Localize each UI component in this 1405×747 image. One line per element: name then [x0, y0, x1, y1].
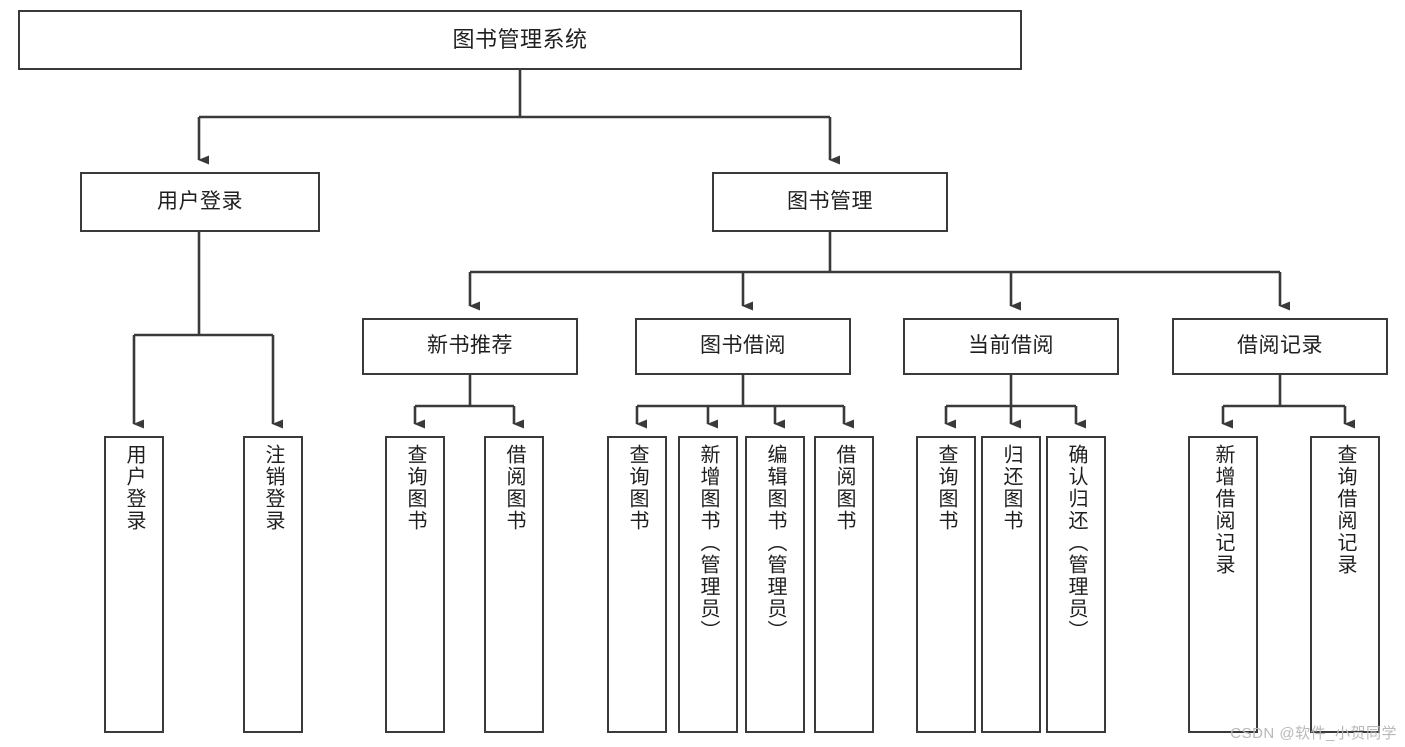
node-label: 新书推荐 [427, 334, 513, 358]
node-label: 注销登录 [262, 444, 284, 532]
node-label: 借阅图书 [503, 444, 525, 532]
node-label: 借阅图书 [833, 444, 855, 532]
leaf-user-login[interactable]: 用户登录 [104, 436, 164, 733]
leaf-edit-book-admin[interactable]: 编辑图书（管理员） [745, 436, 805, 733]
leaf-query-borrowing-record[interactable]: 查询借阅记录 [1310, 436, 1380, 733]
node-label: 查询图书 [626, 444, 648, 532]
node-label: 归还图书 [1000, 444, 1022, 532]
node-book-management-system[interactable]: 图书管理系统 [18, 10, 1022, 70]
leaf-confirm-return-admin[interactable]: 确认归还（管理员） [1046, 436, 1106, 733]
node-label: 确认归还（管理员） [1065, 444, 1087, 642]
node-label: 新增图书（管理员） [697, 444, 719, 642]
leaf-return-book[interactable]: 归还图书 [981, 436, 1041, 733]
csdn-watermark: CSDN @软件_小贺同学 [1230, 725, 1397, 742]
node-label: 用户登录 [123, 444, 145, 532]
node-label: 图书管理 [787, 189, 873, 213]
leaf-borrow-book-borrowing[interactable]: 借阅图书 [814, 436, 874, 733]
node-label: 编辑图书（管理员） [764, 444, 786, 642]
leaf-borrow-book-recommendation[interactable]: 借阅图书 [484, 436, 544, 733]
node-new-book-recommendation[interactable]: 新书推荐 [362, 318, 578, 375]
node-book-borrowing[interactable]: 图书借阅 [635, 318, 851, 375]
node-borrowing-record[interactable]: 借阅记录 [1172, 318, 1388, 375]
node-label: 用户登录 [157, 189, 243, 213]
node-label: 查询图书 [404, 444, 426, 532]
node-label: 当前借阅 [968, 334, 1054, 358]
node-current-borrowing[interactable]: 当前借阅 [903, 318, 1119, 375]
leaf-query-book-current[interactable]: 查询图书 [916, 436, 976, 733]
node-label: 借阅记录 [1237, 334, 1323, 358]
leaf-logout[interactable]: 注销登录 [243, 436, 303, 733]
node-label: 查询借阅记录 [1334, 444, 1356, 576]
leaf-query-book-recommendation[interactable]: 查询图书 [385, 436, 445, 733]
leaf-add-book-admin[interactable]: 新增图书（管理员） [678, 436, 738, 733]
node-label: 图书管理系统 [452, 27, 588, 53]
node-label: 查询图书 [935, 444, 957, 532]
node-user-login[interactable]: 用户登录 [80, 172, 320, 232]
node-label: 图书借阅 [700, 334, 786, 358]
node-label: 新增借阅记录 [1212, 444, 1234, 576]
node-book-management[interactable]: 图书管理 [712, 172, 948, 232]
leaf-query-book-borrowing[interactable]: 查询图书 [607, 436, 667, 733]
leaf-add-borrowing-record[interactable]: 新增借阅记录 [1188, 436, 1258, 733]
